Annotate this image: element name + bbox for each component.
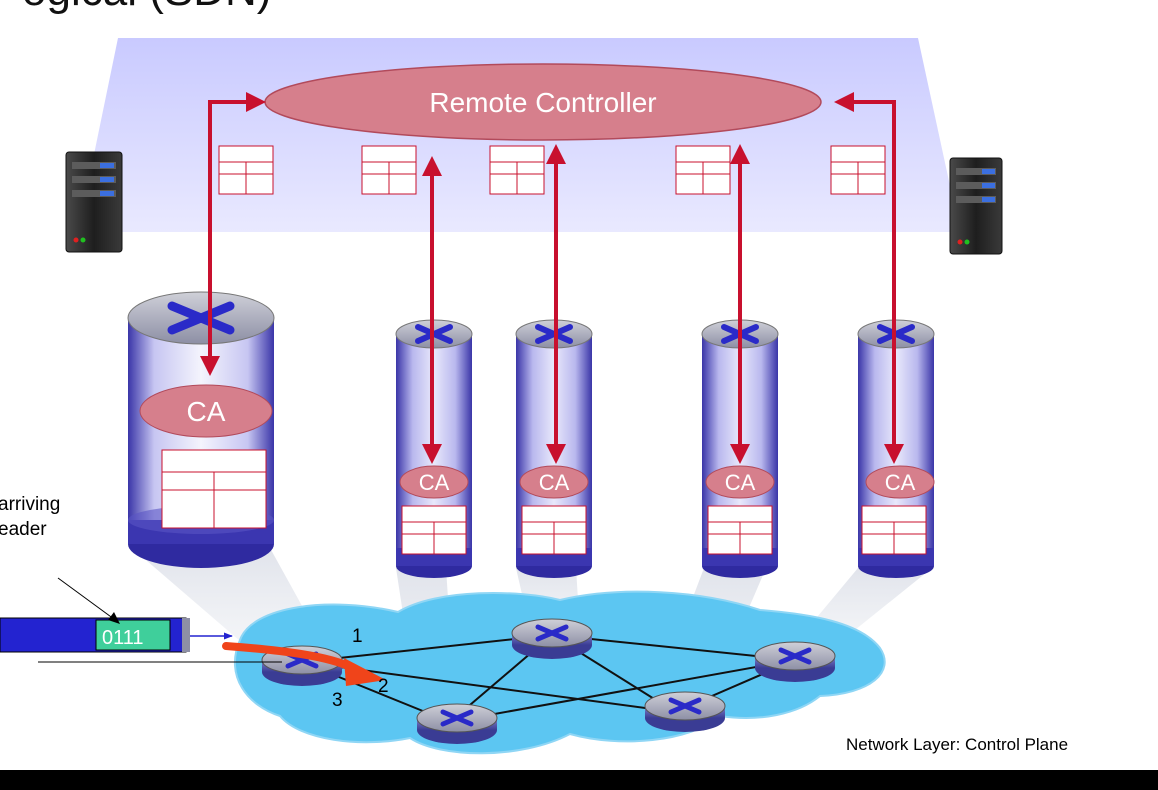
router-icon	[511, 618, 593, 659]
forwarding-arrow	[222, 642, 386, 686]
port-label-2: 2	[378, 676, 389, 697]
control-agent-label: CA	[539, 470, 570, 495]
control-channel-arrows	[200, 92, 904, 464]
switch-cylinders	[395, 319, 935, 578]
packet	[0, 577, 282, 663]
remote-controller-label: Remote Controller	[429, 87, 656, 118]
packet-header-value: 0111	[102, 627, 144, 649]
flow-table-icon	[361, 145, 417, 195]
switch-cylinder-large	[127, 291, 275, 568]
router-icon	[416, 703, 498, 744]
control-agent-label: CA	[419, 470, 450, 495]
control-agent-label: CA	[885, 470, 916, 495]
port-label-3: 3	[332, 690, 343, 711]
flow-table-icon	[218, 145, 274, 195]
server-icon-right	[949, 157, 1003, 255]
router-icon	[644, 691, 726, 732]
control-agent-label-large: CA	[187, 396, 226, 427]
server-icon-left	[65, 151, 123, 253]
port-label-1: 1	[352, 626, 363, 647]
router-icon	[754, 641, 836, 682]
control-agent-label: CA	[725, 470, 756, 495]
bottom-bar	[0, 770, 1158, 790]
flow-table-icon	[830, 145, 886, 195]
flow-table-icon	[675, 145, 731, 195]
flow-table-icon	[489, 145, 545, 195]
